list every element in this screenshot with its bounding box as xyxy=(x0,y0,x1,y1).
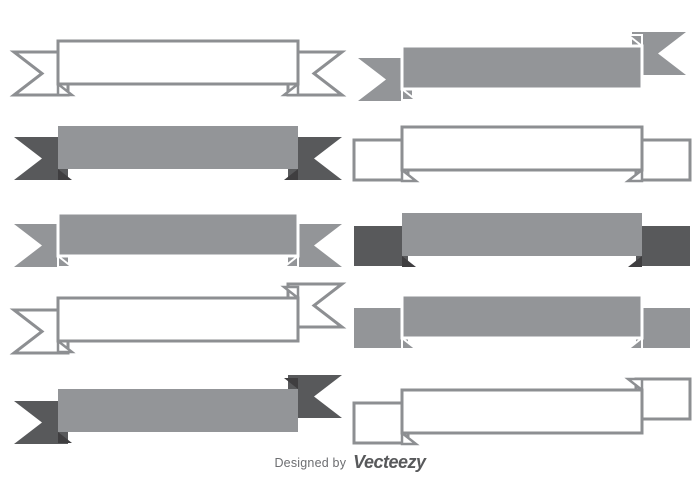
ribbon-banner-3 xyxy=(8,117,348,197)
ribbon-fold-left xyxy=(56,81,76,97)
ribbon-fold-left xyxy=(58,432,72,443)
ribbon-graphic-8 xyxy=(354,293,690,350)
ribbon-banner-9 xyxy=(8,371,348,451)
ribbon-band xyxy=(400,44,644,91)
ribbon-band xyxy=(58,389,298,432)
ribbon-tail-right xyxy=(634,138,692,182)
ribbon-tail-left xyxy=(358,58,412,101)
ribbon-tail-right xyxy=(286,282,347,329)
ribbon-fold-right xyxy=(280,81,300,97)
ribbon-banner-4 xyxy=(352,118,692,198)
ribbon-fold-right xyxy=(280,285,300,301)
ribbon-band xyxy=(400,125,644,172)
ribbon-tail-left xyxy=(14,401,68,444)
ribbon-graphic-10 xyxy=(352,377,692,446)
ribbon-tail-right xyxy=(632,32,686,75)
ribbon-banner-10 xyxy=(352,372,692,452)
ribbon-tail-right xyxy=(636,308,690,348)
ribbon-graphic-7 xyxy=(9,282,347,355)
ribbon-fold-left xyxy=(401,86,419,101)
ribbon-graphic-1 xyxy=(9,39,347,97)
vecteezy-logo: Vecteezy xyxy=(353,452,426,472)
ribbon-fold-left xyxy=(400,430,420,446)
ribbon-fold-right xyxy=(624,377,644,393)
ribbon-fold-left xyxy=(402,256,416,267)
ribbon-fold-left xyxy=(56,338,76,354)
ribbon-band xyxy=(400,388,644,435)
ribbon-band xyxy=(402,213,642,256)
ribbon-tail-right xyxy=(288,375,342,418)
ribbon-banner-2 xyxy=(352,28,692,108)
ribbon-tail-right xyxy=(288,224,342,267)
designed-by-text: Designed by xyxy=(274,456,347,470)
ribbon-fold-left xyxy=(58,169,72,180)
ribbon-graphic-9 xyxy=(14,375,342,444)
ribbon-tail-right xyxy=(634,377,692,421)
ribbon-banner-1 xyxy=(8,32,348,112)
ribbon-fold-right xyxy=(281,253,299,268)
ribbon-tail-left xyxy=(352,401,410,445)
ribbon-graphic-5 xyxy=(14,211,342,268)
ribbon-band xyxy=(56,211,300,258)
footer-credit: Designed by Vecteezy xyxy=(0,452,700,473)
ribbon-tail-left xyxy=(354,308,408,348)
ribbon-banner-5 xyxy=(8,204,348,284)
ribbon-graphic-2 xyxy=(358,32,686,101)
ribbon-fold-right xyxy=(628,256,642,267)
ribbon-tail-left xyxy=(354,226,408,266)
ribbon-graphic-3 xyxy=(14,126,342,180)
ribbon-graphic-4 xyxy=(352,125,692,183)
ribbon-tail-right xyxy=(288,137,342,180)
ribbon-band xyxy=(56,296,300,343)
ribbon-fold-left xyxy=(400,167,420,183)
ribbon-banner-7 xyxy=(8,280,348,360)
ribbon-fold-left xyxy=(57,253,75,268)
ribbon-fold-right xyxy=(625,34,643,49)
ribbon-fold-right xyxy=(624,167,644,183)
ribbon-tail-left xyxy=(14,224,68,267)
ribbon-banner-6 xyxy=(352,204,692,284)
ribbon-banner-8 xyxy=(352,286,692,366)
ribbon-tail-right xyxy=(636,226,690,266)
ribbon-fold-right xyxy=(284,378,298,389)
ribbon-tail-left xyxy=(352,138,410,182)
ribbon-band xyxy=(58,126,298,169)
ribbon-fold-left xyxy=(401,335,419,350)
ribbon-tail-left xyxy=(14,137,68,180)
ribbon-fold-right xyxy=(625,335,643,350)
ribbon-fold-right xyxy=(284,169,298,180)
ribbon-band xyxy=(56,39,300,86)
ribbon-graphic-6 xyxy=(354,213,690,267)
ribbon-band xyxy=(400,293,644,340)
